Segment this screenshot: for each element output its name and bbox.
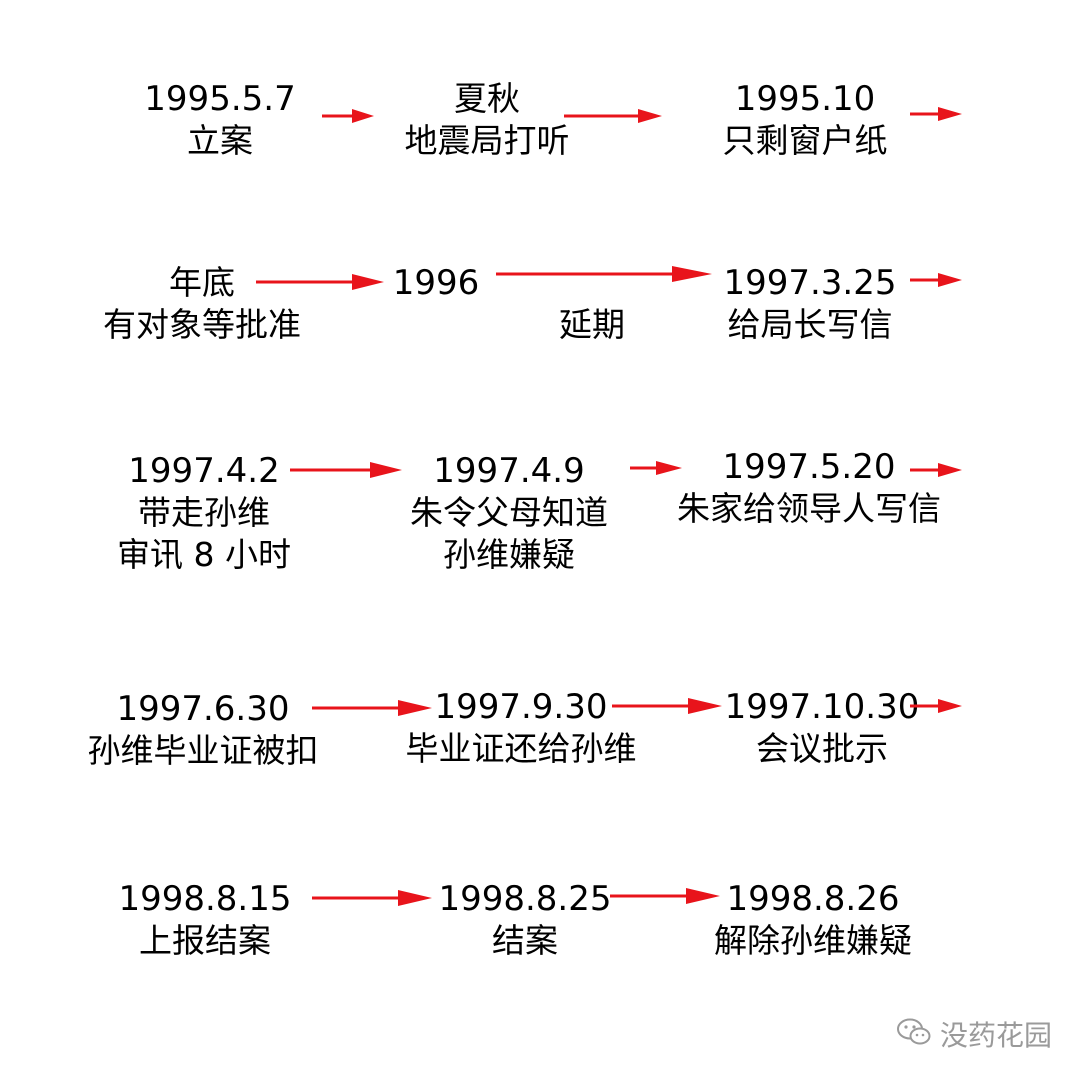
timeline-node: 1995.5.7 立案	[130, 78, 310, 162]
node-date: 1997.4.9	[433, 451, 585, 491]
timeline-arrow	[910, 460, 962, 480]
node-event: 孙维毕业证被扣	[87, 731, 319, 770]
timeline-arrow	[496, 264, 712, 284]
timeline-arrow	[610, 886, 720, 906]
timeline-node: 1998.8.15 上报结案	[100, 878, 310, 962]
node-date: 1997.9.30	[434, 687, 608, 727]
timeline-arrow	[290, 460, 402, 480]
node-event: 解除孙维嫌疑	[714, 921, 912, 960]
timeline-node: 1998.8.26 解除孙维嫌疑	[700, 878, 926, 962]
timeline-arrow	[910, 696, 962, 716]
node-date: 1997.5.20	[722, 447, 896, 487]
timeline-node: 延期	[540, 304, 644, 346]
timeline-node: 1997.4.9 朱令父母知道 孙维嫌疑	[394, 450, 624, 576]
node-event: 会议批示	[756, 729, 888, 768]
timeline-arrow	[612, 696, 722, 716]
node-event: 结案	[492, 921, 558, 960]
node-event: 延期	[559, 305, 625, 344]
timeline-arrow	[630, 458, 682, 478]
timeline-node: 1995.10 只剩窗户纸	[695, 78, 915, 162]
timeline-arrow	[564, 106, 662, 126]
node-date: 1997.6.30	[116, 689, 290, 729]
node-date: 1995.5.7	[144, 79, 296, 119]
timeline-node: 夏秋 地震局打听	[392, 78, 582, 162]
node-event: 有对象等批准	[103, 305, 301, 344]
node-event: 孙维嫌疑	[443, 535, 575, 574]
timeline-node: 年底 有对象等批准	[92, 262, 312, 346]
node-event: 朱家给领导人写信	[677, 489, 941, 528]
node-date: 夏秋	[454, 79, 520, 118]
node-event: 地震局打听	[404, 121, 570, 160]
timeline-node: 1997.10.30 会议批示	[724, 686, 920, 770]
timeline-node: 1998.8.25 结案	[420, 878, 630, 962]
timeline-arrow	[312, 698, 432, 718]
timeline-arrow	[256, 272, 384, 292]
node-date: 1998.8.15	[118, 879, 292, 919]
node-event: 朱令父母知道	[410, 493, 608, 532]
timeline-node: 1997.9.30 毕业证还给孙维	[394, 686, 648, 770]
node-date: 1998.8.26	[726, 879, 900, 919]
timeline-node: 1996	[386, 262, 486, 304]
node-date: 1996	[392, 263, 480, 303]
node-date: 1998.8.25	[438, 879, 612, 919]
watermark-text: 没药花园	[940, 1019, 1053, 1052]
timeline-arrow	[910, 270, 962, 290]
wechat-icon	[896, 1017, 932, 1051]
node-event: 毕业证还给孙维	[405, 729, 637, 768]
timeline-arrow	[910, 104, 962, 124]
timeline-node: 1997.6.30 孙维毕业证被扣	[78, 688, 328, 772]
node-date: 1995.10	[734, 79, 876, 119]
watermark: 没药花园	[896, 1012, 1052, 1056]
timeline-node: 1997.4.2 带走孙维 审讯 8 小时	[94, 450, 314, 576]
node-event: 给局长写信	[727, 305, 893, 344]
node-date: 1997.10.30	[724, 687, 920, 727]
node-event: 立案	[187, 121, 253, 160]
node-date: 1997.4.2	[128, 451, 280, 491]
node-event: 只剩窗户纸	[722, 121, 888, 160]
node-event: 带走孙维	[138, 493, 270, 532]
node-date: 1997.3.25	[723, 263, 897, 303]
timeline-node: 1997.5.20 朱家给领导人写信	[666, 446, 952, 530]
node-event: 上报结案	[139, 921, 271, 960]
timeline-arrow	[312, 888, 432, 908]
node-date: 年底	[169, 263, 235, 302]
timeline-arrow	[322, 106, 374, 126]
node-event: 审讯 8 小时	[117, 535, 291, 574]
timeline-node: 1997.3.25 给局长写信	[700, 262, 920, 346]
